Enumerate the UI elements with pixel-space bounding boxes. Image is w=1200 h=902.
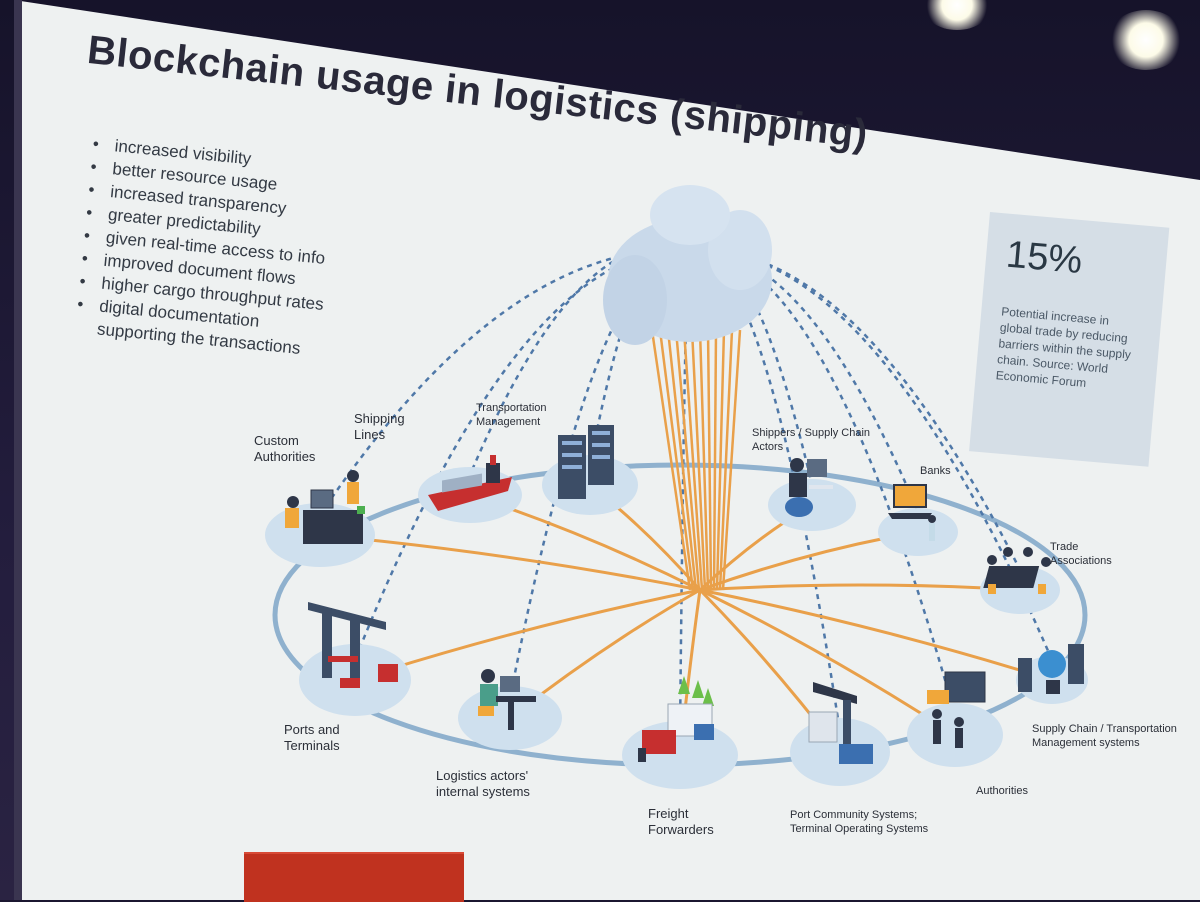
cloud-trunk-link bbox=[712, 329, 718, 591]
cloud-trunk-link bbox=[721, 329, 742, 591]
node-label-line: Ports and bbox=[284, 722, 340, 737]
orange-link-trade-associations bbox=[699, 583, 1021, 592]
node-label-line: Authorities bbox=[254, 449, 316, 464]
node-label-line: Custom bbox=[254, 433, 299, 448]
orange-link-supply-chain-transportation-management-systems bbox=[699, 588, 1053, 682]
cloud-trunk-link bbox=[658, 329, 695, 591]
node-label-line: Forwarders bbox=[648, 822, 714, 837]
node-label-line: Management systems bbox=[1032, 737, 1140, 749]
cloud-trunk-link bbox=[715, 329, 726, 591]
node-label-line: Associations bbox=[1050, 555, 1112, 567]
node-label-line: Lines bbox=[354, 427, 386, 442]
node-label-port-community-systems: Port Community Systems; Terminal Operatin… bbox=[790, 808, 928, 836]
container-truck-icon bbox=[638, 676, 714, 762]
node-label-line: Management bbox=[476, 416, 541, 428]
node-label-line: Freight bbox=[648, 806, 689, 821]
node-label-line: Port Community Systems; bbox=[790, 809, 918, 821]
node-label-authorities: Authorities bbox=[976, 784, 1028, 798]
office-worker-icon bbox=[478, 669, 536, 730]
node-label-line: Actors bbox=[752, 441, 784, 453]
cloud-trunk-link bbox=[718, 329, 734, 591]
stage-light bbox=[1108, 10, 1184, 70]
node-label-line: Supply Chain / Transportation bbox=[1032, 723, 1177, 735]
cloud-trunk-link bbox=[698, 329, 710, 591]
cloud-trunk-link bbox=[666, 329, 698, 591]
node-label-line: internal systems bbox=[436, 784, 530, 799]
node-label-line: Transportation bbox=[476, 402, 547, 414]
node-label-logistics-actors-internal-systems: Logistics actors'internal systems bbox=[436, 768, 530, 800]
node-label-line: Logistics actors' bbox=[436, 768, 529, 783]
node-icons bbox=[285, 425, 1084, 764]
office-worker-icon bbox=[785, 458, 833, 517]
node-label-line: Shippers / Supply Chain bbox=[752, 427, 871, 439]
cloud-trunk-link bbox=[706, 329, 713, 591]
cloud-trunk-link bbox=[674, 329, 701, 591]
cloud-trunk-link bbox=[690, 329, 707, 591]
cloud-icon bbox=[603, 185, 772, 345]
dashed-link-ports-and-terminals bbox=[353, 248, 691, 661]
cloud-trunk-link bbox=[682, 329, 704, 591]
cloud-trunk-link bbox=[650, 329, 692, 591]
node-label-line: Shipping bbox=[354, 411, 405, 426]
node-disc-banks bbox=[878, 508, 958, 556]
node-label-line: Trade bbox=[1050, 541, 1079, 553]
node-label-banks: Banks bbox=[920, 464, 951, 478]
meeting-table-icon bbox=[983, 547, 1051, 594]
orange-links bbox=[319, 329, 1053, 756]
dashed-link-logistics-actors-internal-systems bbox=[508, 248, 691, 699]
office-worker-icon bbox=[927, 671, 986, 748]
laptop-icon bbox=[888, 484, 936, 541]
crane-icon bbox=[808, 682, 873, 764]
node-label-line: Terminals bbox=[284, 738, 340, 753]
node-label-line: Banks bbox=[920, 465, 951, 477]
office-worker-icon bbox=[285, 470, 365, 544]
dashed-link-authorities bbox=[689, 248, 957, 716]
server-rack-icon bbox=[558, 425, 614, 499]
dashed-link-shipping-lines bbox=[468, 244, 691, 476]
server-rack-icon bbox=[1018, 644, 1084, 694]
node-label-line: Authorities bbox=[976, 785, 1028, 797]
node-label-line: Terminal Operating Systems bbox=[790, 823, 929, 835]
crane-icon bbox=[308, 602, 398, 688]
lectern bbox=[244, 852, 464, 902]
cargo-ship-icon bbox=[428, 455, 512, 511]
